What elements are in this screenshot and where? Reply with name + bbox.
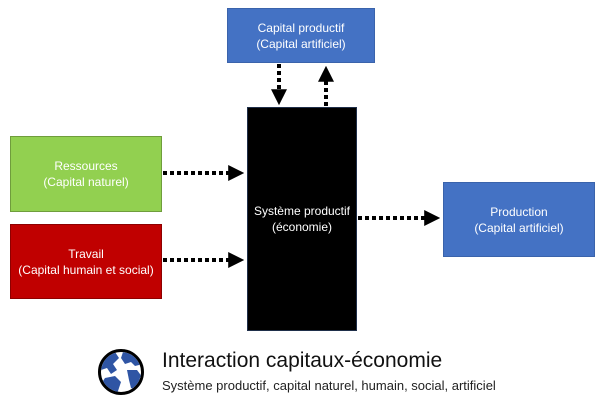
globe-icon [98, 349, 144, 395]
node-sublabel: (économie) [271, 220, 332, 234]
footer-subtitle: Système productif, capital naturel, huma… [162, 378, 496, 393]
node-sublabel: (Capital humain et social) [18, 262, 154, 277]
node-label: Ressources [54, 159, 118, 173]
node-label: Système productif [253, 204, 351, 218]
node-label: Production [490, 204, 548, 219]
node-travail: Travail (Capital humain et social) [10, 224, 162, 299]
node-ressources: Ressources (Capital naturel) [10, 136, 162, 212]
node-capital-productif: Capital productif (Capital artificiel) [227, 8, 375, 63]
node-label: Capital productif [257, 20, 345, 35]
node-label: Travail [68, 246, 104, 261]
node-production: Production (Capital artificiel) [443, 182, 595, 257]
footer-title: Interaction capitaux-économie [162, 349, 443, 372]
node-sublabel: (Capital artificiel) [256, 36, 346, 51]
node-sublabel: (Capital artificiel) [474, 220, 564, 235]
node-sublabel: (Capital naturel) [43, 175, 129, 189]
node-systeme-productif: Système productif (économie) [247, 107, 357, 331]
